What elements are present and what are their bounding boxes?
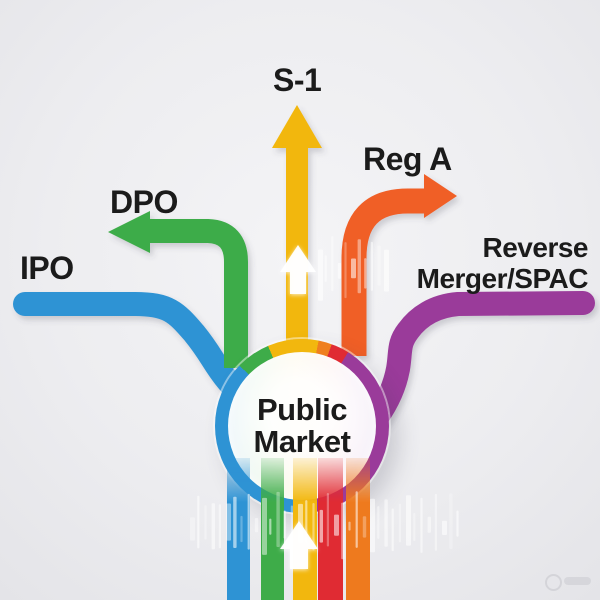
s1-label: S-1 (273, 62, 322, 98)
candlestick-bar (442, 520, 447, 535)
reverse-merger-spac-label-line1: Reverse (482, 232, 589, 263)
candlestick-bar (370, 498, 375, 553)
public-market-label-line1: Public (256, 392, 348, 427)
dpo-label: DPO (110, 184, 178, 220)
public-market-label-line2: Market (253, 424, 351, 459)
candlestick-texture-upper (318, 236, 389, 301)
candlestick-bar (319, 509, 323, 543)
candlestick-bar (334, 514, 339, 536)
candlestick-bar (276, 491, 280, 547)
candlestick-bar (456, 510, 459, 537)
reg-a-arrowhead-icon (424, 174, 457, 218)
dpo-branch-path (146, 219, 248, 368)
candlestick-bar (226, 503, 231, 541)
candlestick-bar (312, 503, 315, 551)
candlestick-bar (420, 497, 423, 553)
candlestick-bar (413, 513, 416, 541)
watermark-logo-icon (545, 574, 562, 591)
candlestick-bar (362, 516, 367, 538)
s1-arrowhead-icon (272, 105, 322, 148)
candlestick-bar (233, 496, 237, 548)
candlestick-bar (406, 495, 411, 546)
candlestick-bar (218, 504, 221, 549)
candlestick-bar (326, 493, 329, 547)
public-market-label: Public Market (254, 394, 351, 458)
candlestick-bar (384, 499, 388, 547)
candlestick-bar (348, 521, 351, 531)
candlestick-bar (262, 497, 267, 555)
candlestick-bar (351, 258, 356, 279)
candlestick-bar (337, 263, 342, 279)
reg-a-branch-path (341, 188, 424, 356)
up-arrow-icon (280, 245, 316, 294)
candlestick-bar (204, 505, 207, 540)
green-stripe (261, 458, 284, 600)
watermark-text-blur (564, 577, 591, 585)
reg-a-label: Reg A (363, 141, 452, 177)
candlestick-bar (341, 502, 345, 560)
dpo-arrowhead-icon (108, 211, 150, 253)
up-arrow-icon (280, 521, 318, 569)
candlestick-bar (269, 518, 272, 535)
candlestick-bar (391, 508, 394, 552)
candlestick-bar (197, 495, 200, 549)
candlestick-bar (384, 249, 389, 292)
watermark (545, 572, 593, 591)
reverse-merger-spac-label: Reverse Merger/SPAC (378, 232, 589, 294)
candlestick-bar (318, 249, 323, 301)
candlestick-bar (190, 517, 195, 541)
candlestick-bar (377, 506, 380, 539)
orange-stripe (346, 458, 370, 600)
blue-stripe (227, 458, 250, 600)
candlestick-bar (254, 518, 259, 533)
reverse-merger-spac-branch-path (365, 291, 595, 429)
ipo-label: IPO (20, 250, 74, 286)
candlestick-bar (331, 236, 334, 292)
candlestick-bar (344, 242, 347, 299)
candlestick-bar (364, 258, 367, 289)
candlestick-bar (398, 503, 401, 543)
reverse-merger-spac-label-line2: Merger/SPAC (416, 263, 589, 294)
candlestick-bar (370, 241, 373, 291)
candlestick-bar (324, 255, 327, 282)
candlestick-bar (377, 245, 381, 286)
candlestick-bar (211, 503, 215, 550)
candlestick-bar (355, 491, 358, 548)
candlestick-bar (283, 510, 286, 539)
candlestick-bar (240, 515, 243, 543)
candlestick-bar (247, 493, 250, 550)
candlestick-bar (357, 239, 361, 294)
candlestick-bar (449, 493, 453, 549)
candlestick-bar (427, 516, 431, 533)
candlestick-bar (434, 493, 437, 551)
